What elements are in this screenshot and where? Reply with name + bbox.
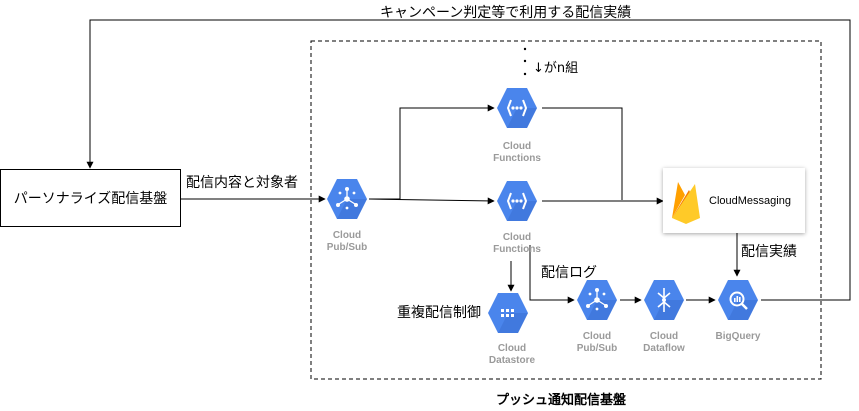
caption-line: Dataflow (643, 343, 685, 354)
platform-label: プッシュ通知配信基盤 (496, 393, 627, 408)
result-label: 配信実績 (741, 244, 797, 260)
caption-line: Cloud (502, 232, 532, 243)
cloud-functions-icon (497, 181, 537, 221)
pubsub-icon (327, 179, 367, 219)
ellipsis-dot (523, 59, 527, 63)
functions-mid-caption: Cloud Functions (486, 232, 548, 256)
input-edge-label: 配信内容と対象者 (186, 175, 298, 191)
caption-line: Cloud (502, 141, 532, 152)
edge-functions-top-to-messaging (542, 107, 623, 200)
personalize-platform-box: パーソナライズ配信基盤 (0, 169, 181, 227)
feedback-edge (86, 19, 851, 301)
cloud-messaging-card: CloudMessaging (663, 168, 805, 233)
dataflow-icon (644, 280, 684, 320)
ellipsis-dot (523, 47, 527, 51)
bigquery-icon (718, 280, 758, 320)
cloud-functions-icon (497, 88, 537, 128)
platform-boundary (310, 40, 822, 380)
caption-line: Cloud (497, 343, 527, 354)
n-groups-label: ↓がn組 (533, 61, 579, 76)
datastore-caption: Cloud Datastore (477, 343, 547, 367)
caption-line: Pub/Sub (576, 343, 618, 354)
caption-line: Cloud (582, 331, 612, 342)
caption-line: Functions (493, 153, 541, 164)
caption-line: Functions (493, 244, 541, 255)
dataflow-caption: Cloud Dataflow (633, 331, 695, 355)
caption-line: Cloud (332, 230, 362, 241)
pubsub-icon (577, 280, 617, 320)
personalize-platform-label: パーソナライズ配信基盤 (13, 191, 168, 207)
edge-pubsub-to-functions-top (369, 104, 495, 200)
edge-functions-to-log-pubsub (529, 245, 575, 304)
functions-top-caption: Cloud Functions (486, 141, 548, 165)
caption-line: Cloud (649, 331, 679, 342)
pubsub-main-caption: Cloud Pub/Sub (316, 230, 378, 254)
caption-line: Datastore (488, 355, 536, 366)
firebase-icon (672, 181, 700, 224)
cloud-messaging-label: CloudMessaging (709, 194, 791, 207)
datastore-icon (488, 293, 528, 333)
edge-pubsub-to-functions-mid (368, 197, 495, 205)
feedback-label: キャンペーン判定等で利用する配信実績 (380, 5, 632, 21)
bigquery-caption: BigQuery (715, 331, 761, 342)
caption-line: Pub/Sub (326, 242, 368, 253)
pubsub-log-caption: Cloud Pub/Sub (566, 331, 628, 355)
log-label: 配信ログ (541, 265, 597, 281)
ellipsis-dot (523, 72, 527, 76)
dedupe-label: 重複配信制御 (397, 305, 481, 321)
